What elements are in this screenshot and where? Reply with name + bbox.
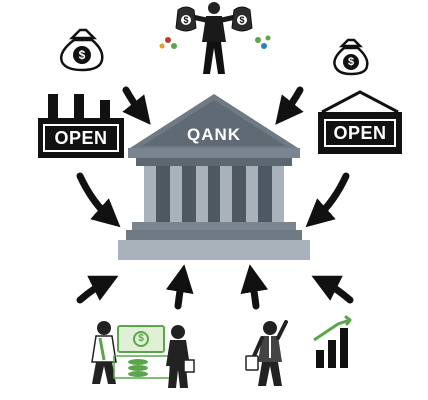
held-bag-symbol-left: $ xyxy=(183,15,189,25)
money-bag-icon xyxy=(333,38,369,76)
money-bag-icon xyxy=(60,28,104,72)
banknote-symbol: $ xyxy=(138,333,144,344)
bank-title: QANK xyxy=(186,125,242,144)
arrow-from-top-left xyxy=(122,86,151,125)
hanging-open-sign-icon xyxy=(318,90,402,154)
money-bag-symbol-left: $ xyxy=(78,48,86,62)
left-open-sign-text: OPEN xyxy=(54,128,108,148)
arrow-from-bottom-left xyxy=(165,264,194,310)
right-open-sign-text: OPEN xyxy=(333,123,387,143)
arrow-from-bottom-right xyxy=(240,264,269,310)
held-bag-symbol-right: $ xyxy=(239,15,245,25)
factory-open-sign-icon xyxy=(38,94,124,158)
money-bag-symbol-right: $ xyxy=(347,56,355,68)
arrow-from-bottom-far-right xyxy=(311,275,354,304)
arrow-from-left xyxy=(76,172,121,228)
arrow-from-bottom-far-left xyxy=(76,275,119,304)
arrow-from-top-right xyxy=(275,86,304,125)
bank-building-icon xyxy=(118,94,310,260)
growth-bar-chart-icon xyxy=(313,315,352,368)
businessman-cheering-icon xyxy=(245,320,288,386)
people-exchanging-money-icon xyxy=(91,321,195,388)
arrow-from-right xyxy=(305,172,350,228)
flow-arrows xyxy=(76,86,354,310)
person-holding-money-bags-icon xyxy=(159,2,271,74)
